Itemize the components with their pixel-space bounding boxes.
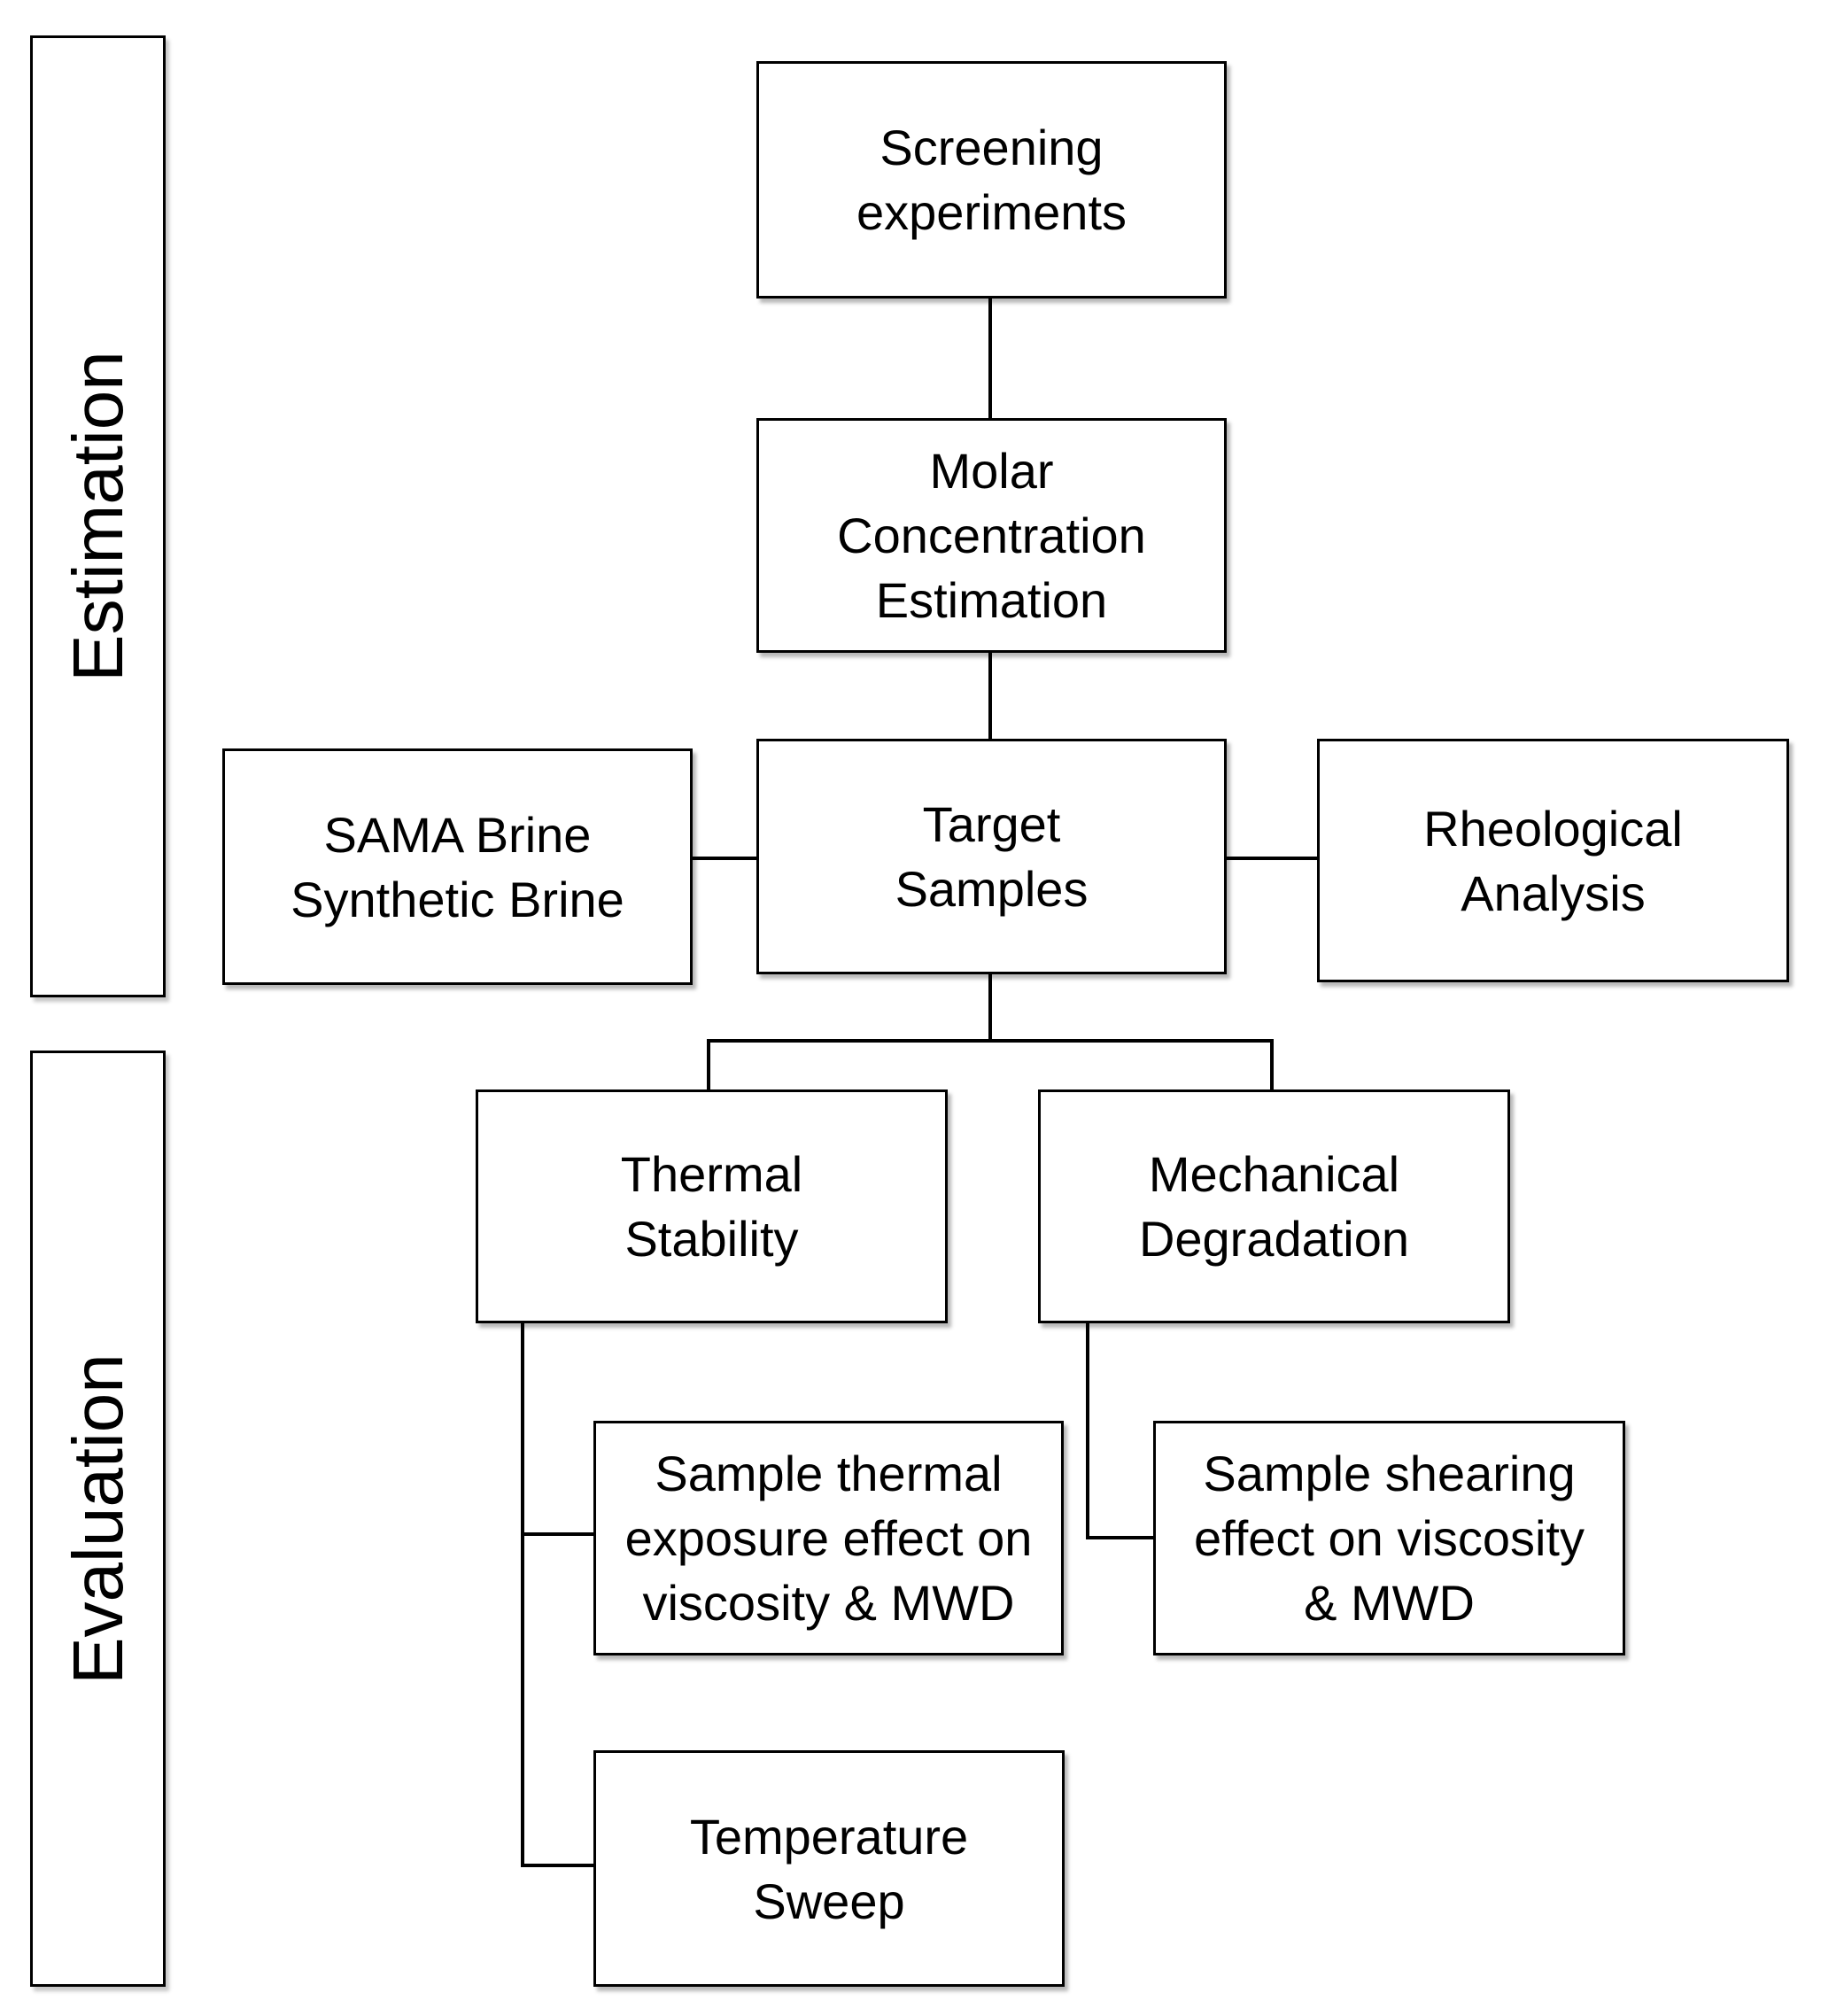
estimation-phase-label: Estimation bbox=[58, 351, 137, 682]
brine-label: SAMA Brine Synthetic Brine bbox=[291, 806, 624, 927]
connector-branch-bar bbox=[707, 1039, 1274, 1043]
screening-experiments-label: Screening experiments bbox=[856, 120, 1127, 240]
shearing-effect-box: Sample shearing effect on viscosity & MW… bbox=[1153, 1421, 1625, 1655]
connector-thermal-to-exposure bbox=[521, 1532, 593, 1536]
rheological-analysis-label: Rheological Analysis bbox=[1423, 800, 1683, 921]
evaluation-phase-label: Evaluation bbox=[58, 1353, 137, 1685]
temperature-sweep-box: Temperature Sweep bbox=[593, 1750, 1065, 1987]
evaluation-phase-band: Evaluation bbox=[30, 1051, 166, 1987]
temperature-sweep-label: Temperature Sweep bbox=[689, 1808, 969, 1929]
connector-screening-to-molar bbox=[988, 299, 992, 418]
mechanical-degradation-label: Mechanical Degradation bbox=[1138, 1146, 1410, 1267]
connector-brine-to-target bbox=[693, 857, 756, 860]
target-samples-box: Target Samples bbox=[756, 739, 1227, 974]
thermal-exposure-effect-box: Sample thermal exposure effect on viscos… bbox=[593, 1421, 1064, 1655]
thermal-stability-box: Thermal Stability bbox=[476, 1089, 948, 1323]
connector-thermal-to-sweep bbox=[521, 1864, 593, 1867]
rheological-analysis-box: Rheological Analysis bbox=[1317, 739, 1789, 982]
brine-box: SAMA Brine Synthetic Brine bbox=[222, 748, 693, 985]
connector-branch-to-mechanical bbox=[1270, 1039, 1274, 1089]
shearing-effect-label: Sample shearing effect on viscosity & MW… bbox=[1194, 1446, 1585, 1631]
connector-target-to-rheological bbox=[1227, 857, 1317, 860]
molar-concentration-label: Molar Concentration Estimation bbox=[837, 443, 1146, 628]
connector-molar-to-target bbox=[988, 653, 992, 739]
connector-mechanical-to-shearing bbox=[1086, 1536, 1153, 1539]
estimation-phase-band: Estimation bbox=[30, 35, 166, 997]
screening-experiments-box: Screening experiments bbox=[756, 61, 1227, 299]
mechanical-degradation-box: Mechanical Degradation bbox=[1038, 1089, 1510, 1323]
connector-branch-to-thermal bbox=[707, 1039, 710, 1089]
thermal-stability-label: Thermal Stability bbox=[620, 1146, 803, 1267]
connector-mechanical-spine bbox=[1086, 1323, 1089, 1539]
thermal-exposure-effect-label: Sample thermal exposure effect on viscos… bbox=[624, 1446, 1033, 1631]
connector-target-down bbox=[988, 974, 992, 1042]
molar-concentration-box: Molar Concentration Estimation bbox=[756, 418, 1227, 653]
connector-thermal-spine bbox=[521, 1323, 524, 1867]
target-samples-label: Target Samples bbox=[895, 796, 1089, 917]
